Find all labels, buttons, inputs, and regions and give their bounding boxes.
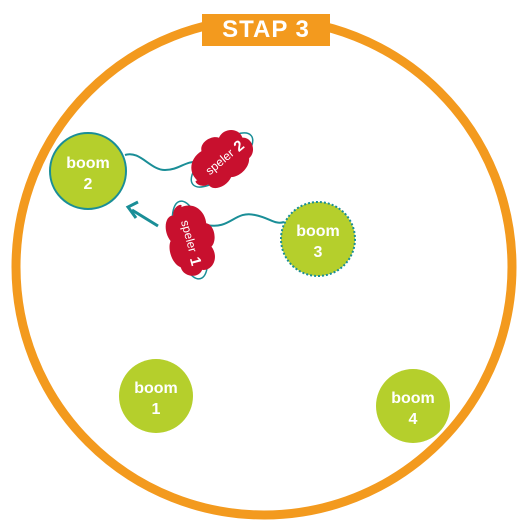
- arrow-icon: [131, 208, 159, 228]
- tree-word: boom: [296, 223, 340, 240]
- step-banner: STAP 3: [202, 14, 330, 46]
- tree-word: boom: [66, 155, 110, 172]
- field-boundary: [11, 14, 517, 520]
- tree-word: boom: [134, 380, 178, 397]
- tree-boom-1: boom 1: [119, 359, 193, 433]
- rope-speler1-boom3: [206, 213, 285, 227]
- tree-number: 1: [152, 401, 161, 418]
- tree-number: 3: [314, 244, 323, 261]
- player-speler-2: speler 2: [190, 130, 254, 189]
- arrowhead-icon: [125, 200, 139, 219]
- tree-number: 4: [409, 411, 418, 428]
- tree-word: boom: [391, 390, 435, 407]
- player-speler-1: speler 1: [165, 200, 215, 280]
- tree-number: 2: [84, 176, 93, 193]
- tree-boom-4: boom 4: [376, 369, 450, 443]
- tree-boom-2: boom 2: [49, 132, 127, 210]
- tree-boom-3: boom 3: [280, 201, 356, 277]
- rope-speler2-boom2: [124, 153, 201, 172]
